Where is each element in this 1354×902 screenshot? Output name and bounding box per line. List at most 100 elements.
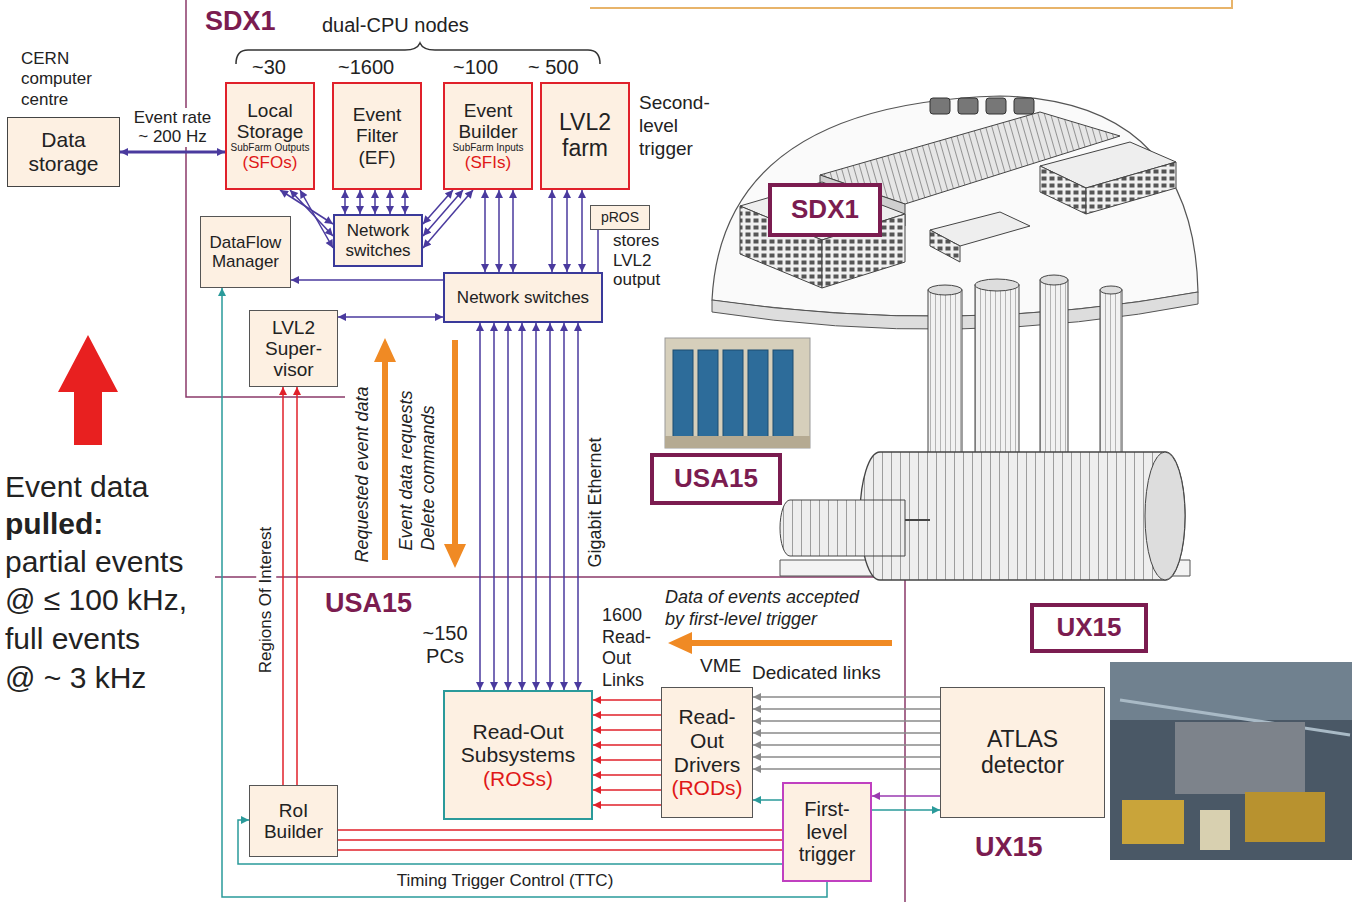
- connector: [593, 700, 661, 805]
- connector: [753, 697, 940, 769]
- connector-line: [753, 756, 940, 758]
- connector-line: [290, 190, 333, 236]
- node-text: UX15: [1056, 613, 1121, 642]
- connector-line: [338, 849, 782, 851]
- region-name: SDX1: [205, 6, 276, 37]
- node-text: RoI Builder: [253, 800, 334, 843]
- farm-box: Event Filter (EF): [332, 82, 422, 190]
- usa15-photo: [665, 338, 810, 448]
- node-text: ATLAS detector: [944, 727, 1101, 779]
- tower: [930, 98, 950, 114]
- connector-line: [593, 744, 661, 746]
- connector: [338, 317, 443, 318]
- connector-line: [753, 696, 940, 698]
- region-name: UX15: [975, 832, 1043, 863]
- node-text: USA15: [674, 464, 758, 493]
- note-text: Data of events accepted by first-level t…: [665, 587, 877, 630]
- pros-box: pROSstores LVL2 output: [590, 205, 650, 230]
- flow-arrow: [444, 340, 466, 568]
- photo-machine: [1245, 792, 1325, 842]
- ground: [712, 96, 1198, 316]
- node-text: Data storage: [11, 128, 116, 175]
- connector-line: [593, 714, 661, 716]
- node-text: Network switches: [457, 288, 589, 307]
- vertical-note: Requested event data: [352, 348, 373, 563]
- note-text: Event data: [5, 470, 148, 505]
- region-name: USA15: [325, 588, 412, 619]
- connector-line: [753, 732, 940, 734]
- note-text: Dedicated links: [752, 662, 881, 684]
- connector-line: [338, 316, 443, 318]
- rack: [723, 350, 743, 438]
- node-text: Local Storage: [230, 100, 310, 143]
- connector-line: [566, 190, 568, 272]
- connector-line: [593, 789, 661, 791]
- note-text: @ ≤ 100 kHz,: [5, 583, 187, 618]
- note-text: full events: [5, 622, 140, 657]
- supervisor-box: LVL2 Super- visor: [249, 310, 338, 387]
- tower: [1014, 98, 1034, 114]
- connector-line: [597, 230, 599, 272]
- connector-line: [581, 190, 583, 272]
- edge-label: Timing Trigger Control (TTC): [355, 871, 655, 891]
- connector-line: [551, 190, 553, 272]
- connector-line: [359, 190, 361, 214]
- connector-line: [493, 323, 495, 690]
- rack: [698, 350, 718, 438]
- note-text: partial events: [5, 545, 183, 580]
- connector-line: [577, 323, 579, 690]
- node-heading: Second-level trigger: [639, 92, 729, 160]
- node-text: DataFlow Manager: [204, 233, 287, 271]
- note-text: @ ~ 3 kHz: [5, 661, 146, 696]
- node-text: LVL2 farm: [545, 110, 625, 162]
- tower: [986, 98, 1006, 114]
- connector-line: [753, 720, 940, 722]
- cavern-photo: [1110, 662, 1352, 860]
- node-heading: CERN computer centre: [21, 49, 121, 110]
- note-text: dual-CPU nodes: [322, 14, 469, 37]
- farm-box: LVL2 farmSecond-level trigger: [540, 82, 630, 190]
- roi-box: RoI Builder: [249, 785, 338, 857]
- connector-line: [300, 190, 333, 248]
- node-text: Read-Out Subsystems: [448, 720, 588, 767]
- flow-arrow: [668, 632, 892, 654]
- connector: [872, 796, 940, 810]
- shaft: [975, 285, 1019, 460]
- photo-ground: [665, 338, 810, 448]
- site-tag: USA15: [650, 453, 782, 505]
- photo-ground: [1110, 662, 1352, 860]
- connector-line: [282, 387, 284, 785]
- connector-line: [753, 768, 940, 770]
- node-text: LVL2 Super- visor: [253, 317, 334, 381]
- node-text: Event Filter (EF): [337, 104, 417, 168]
- shaft-top: [1040, 275, 1068, 285]
- connector-line: [344, 190, 346, 214]
- note-text: pulled:: [5, 507, 103, 542]
- rack: [773, 350, 793, 438]
- shaft-top: [928, 285, 962, 295]
- connector: [423, 190, 473, 248]
- connector-line: [404, 190, 406, 214]
- connector-line: [389, 190, 391, 214]
- node-text: (SFOs): [243, 153, 298, 172]
- shaft: [928, 290, 962, 460]
- photo-machine: [1122, 800, 1184, 844]
- photo-structure: [1175, 722, 1305, 794]
- farm-box: Local StorageSubFarm Outputs(SFOs): [225, 82, 315, 190]
- connector-line: [498, 190, 500, 272]
- switch-box: Network switches: [333, 214, 423, 267]
- shaft-top: [1100, 286, 1122, 294]
- connector-line: [593, 699, 661, 701]
- connector-line: [753, 744, 940, 746]
- vertical-note: Gigabit Ethernet: [585, 403, 606, 568]
- connector-line: [423, 190, 463, 236]
- connector-line: [593, 774, 661, 776]
- photo-floor: [665, 436, 810, 448]
- connector: [338, 830, 782, 850]
- site-tag: UX15: [1030, 603, 1148, 653]
- building: [1040, 166, 1086, 214]
- connector-line: [753, 708, 940, 710]
- trigger-box: First-level trigger: [782, 782, 872, 882]
- tower: [958, 98, 978, 114]
- connector-line: [512, 190, 514, 272]
